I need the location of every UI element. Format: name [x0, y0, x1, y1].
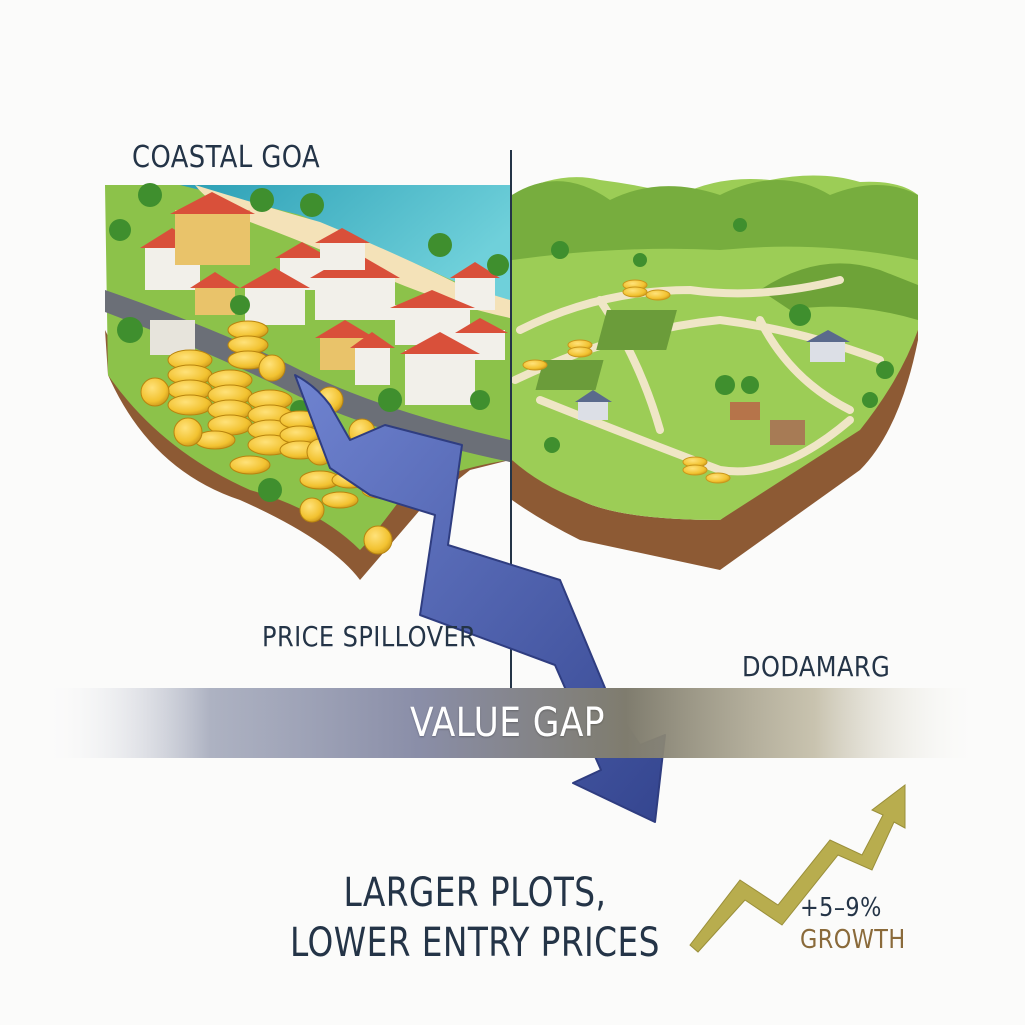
benefit-line-2: LOWER ENTRY PRICES: [290, 920, 660, 966]
zigzag-down-arrow-icon: [294, 374, 666, 823]
house-cluster: [140, 192, 508, 405]
gold-coin-stack-icon: [140, 320, 395, 555]
inland-terrain: [511, 175, 918, 570]
growth-word-label: GROWTH: [800, 925, 906, 955]
value-gap-band: [40, 688, 985, 758]
growth-range-label: +5–9%: [800, 893, 882, 923]
palm-trees: [109, 183, 509, 502]
value-gap-label: VALUE GAP: [410, 700, 605, 746]
benefit-caption: LARGER PLOTS, LOWER ENTRY PRICES: [290, 868, 660, 968]
price-spillover-label: PRICE SPILLOVER: [262, 620, 477, 653]
coastal-region-label: COASTAL GOA: [132, 140, 321, 175]
benefit-line-1: LARGER PLOTS,: [343, 870, 607, 916]
rising-trend-arrow-icon: [689, 783, 906, 953]
inland-region-label: DODAMARG: [742, 650, 891, 683]
